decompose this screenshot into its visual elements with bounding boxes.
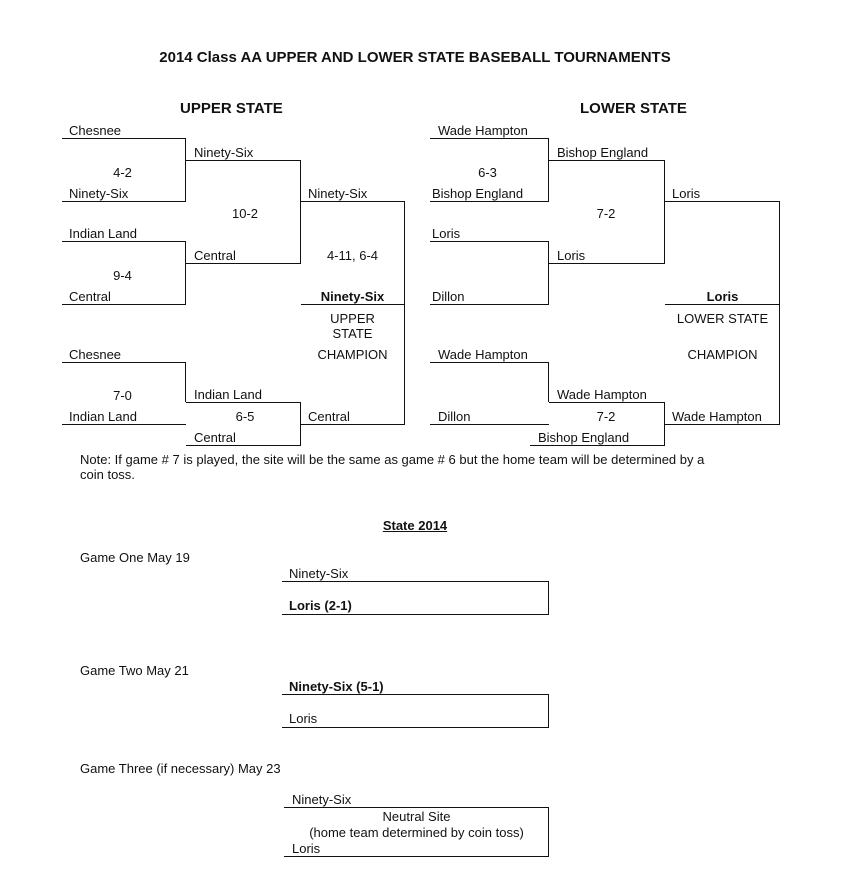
bracket-line [430,241,549,242]
note-line: Note: If game # 7 is played, the site wi… [80,452,705,467]
team-name: Ninety-Six [194,145,254,160]
bracket-line [62,362,186,363]
page-title: 2014 Class AA UPPER AND LOWER STATE BASE… [159,49,671,66]
game-score: 6-5 [235,409,255,424]
team-name: Central [194,430,236,445]
team-name: Dillon [438,409,471,424]
game-box [284,807,549,857]
bracket-line [185,138,186,201]
team-name: Central [69,289,111,304]
bracket-line [186,445,301,446]
team-name: Loris [289,711,318,726]
bracket-line [665,424,780,425]
team-name: Bishop England [538,430,630,445]
bracket-line [430,362,549,363]
team-name: Ninety-Six [289,566,349,581]
team-name: Wade Hampton [438,123,528,138]
team-name: Wade Hampton [438,347,528,362]
bracket-line [62,201,186,202]
upper-state-heading: UPPER STATE [180,100,283,117]
champion-label: STATE [332,326,373,341]
bracket-line [549,160,665,161]
game-label: Game Three (if necessary) May 23 [80,761,281,776]
game-score: 10-2 [231,206,259,221]
bracket-line [779,201,780,424]
game-score: 6-3 [478,165,497,180]
game-label: Game One May 19 [80,550,190,565]
team-name: Indian Land [194,387,262,402]
bracket-line [549,402,665,403]
champion-label: UPPER [330,311,375,326]
bracket-line [548,362,549,402]
team-name: Ninety-Six [308,186,368,201]
team-name: Wade Hampton [557,387,647,402]
bracket-line [430,138,549,139]
bracket-line [548,241,549,304]
bracket-line [62,138,186,139]
team-name: Loris [292,841,321,856]
team-name: Chesnee [69,347,122,362]
bracket-line [186,160,301,161]
bracket-line [186,263,301,264]
bracket-line [301,304,405,305]
team-name: Loris [672,186,701,201]
bracket-line [186,402,301,403]
final-score: 4-11, 6-4 [326,248,379,263]
bracket-line [185,362,186,402]
bracket-line [300,402,301,445]
game-score: 4-2 [113,165,132,180]
team-name: Central [308,409,350,424]
bracket-line [664,160,665,263]
team-name: Bishop England [432,186,524,201]
bracket-line [530,445,665,446]
team-name: Loris [557,248,586,263]
game-box [282,581,549,615]
team-name: Loris [432,226,461,241]
lower-state-champion: Loris [706,289,739,304]
game-score: 7-2 [596,206,616,221]
champion-label: CHAMPION [317,347,388,362]
state-heading: State 2014 [382,518,448,533]
bracket-line [665,304,780,305]
bracket-line [62,304,186,305]
team-name: Central [194,248,236,263]
team-name: Bishop England [557,145,649,160]
bracket-line [665,201,780,202]
upper-state-champion: Ninety-Six [320,289,385,304]
game-site: Neutral Site [382,809,451,824]
game-score: 7-2 [596,409,616,424]
bracket-line [430,201,549,202]
bracket-line [301,424,405,425]
bracket-line [301,201,405,202]
team-name: Ninety-Six [69,186,129,201]
bracket-line [300,160,301,263]
winning-team: Loris (2-1) [289,598,352,613]
note-line: coin toss. [80,467,135,482]
game-label: Game Two May 21 [80,663,189,678]
bracket-line [548,138,549,201]
winning-team: Ninety-Six (5-1) [289,679,384,694]
bracket-line [664,402,665,445]
team-name: Chesnee [69,123,122,138]
game-score: 9-4 [113,268,132,283]
bracket-line [62,424,186,425]
game-site-note: (home team determined by coin toss) [309,825,524,840]
bracket-line [430,304,549,305]
bracket-line [62,241,186,242]
bracket-line [549,263,665,264]
bracket-line [185,241,186,304]
team-name: Ninety-Six [292,792,352,807]
champion-label: CHAMPION [687,347,758,362]
team-name: Indian Land [69,409,137,424]
champion-label: LOWER STATE [676,311,769,326]
game-score: 7-0 [113,388,132,403]
team-name: Dillon [432,289,465,304]
team-name: Wade Hampton [672,409,762,424]
bracket-line [404,201,405,424]
game-box [282,694,549,728]
lower-state-heading: LOWER STATE [580,100,687,117]
team-name: Indian Land [69,226,137,241]
bracket-line [430,424,549,425]
